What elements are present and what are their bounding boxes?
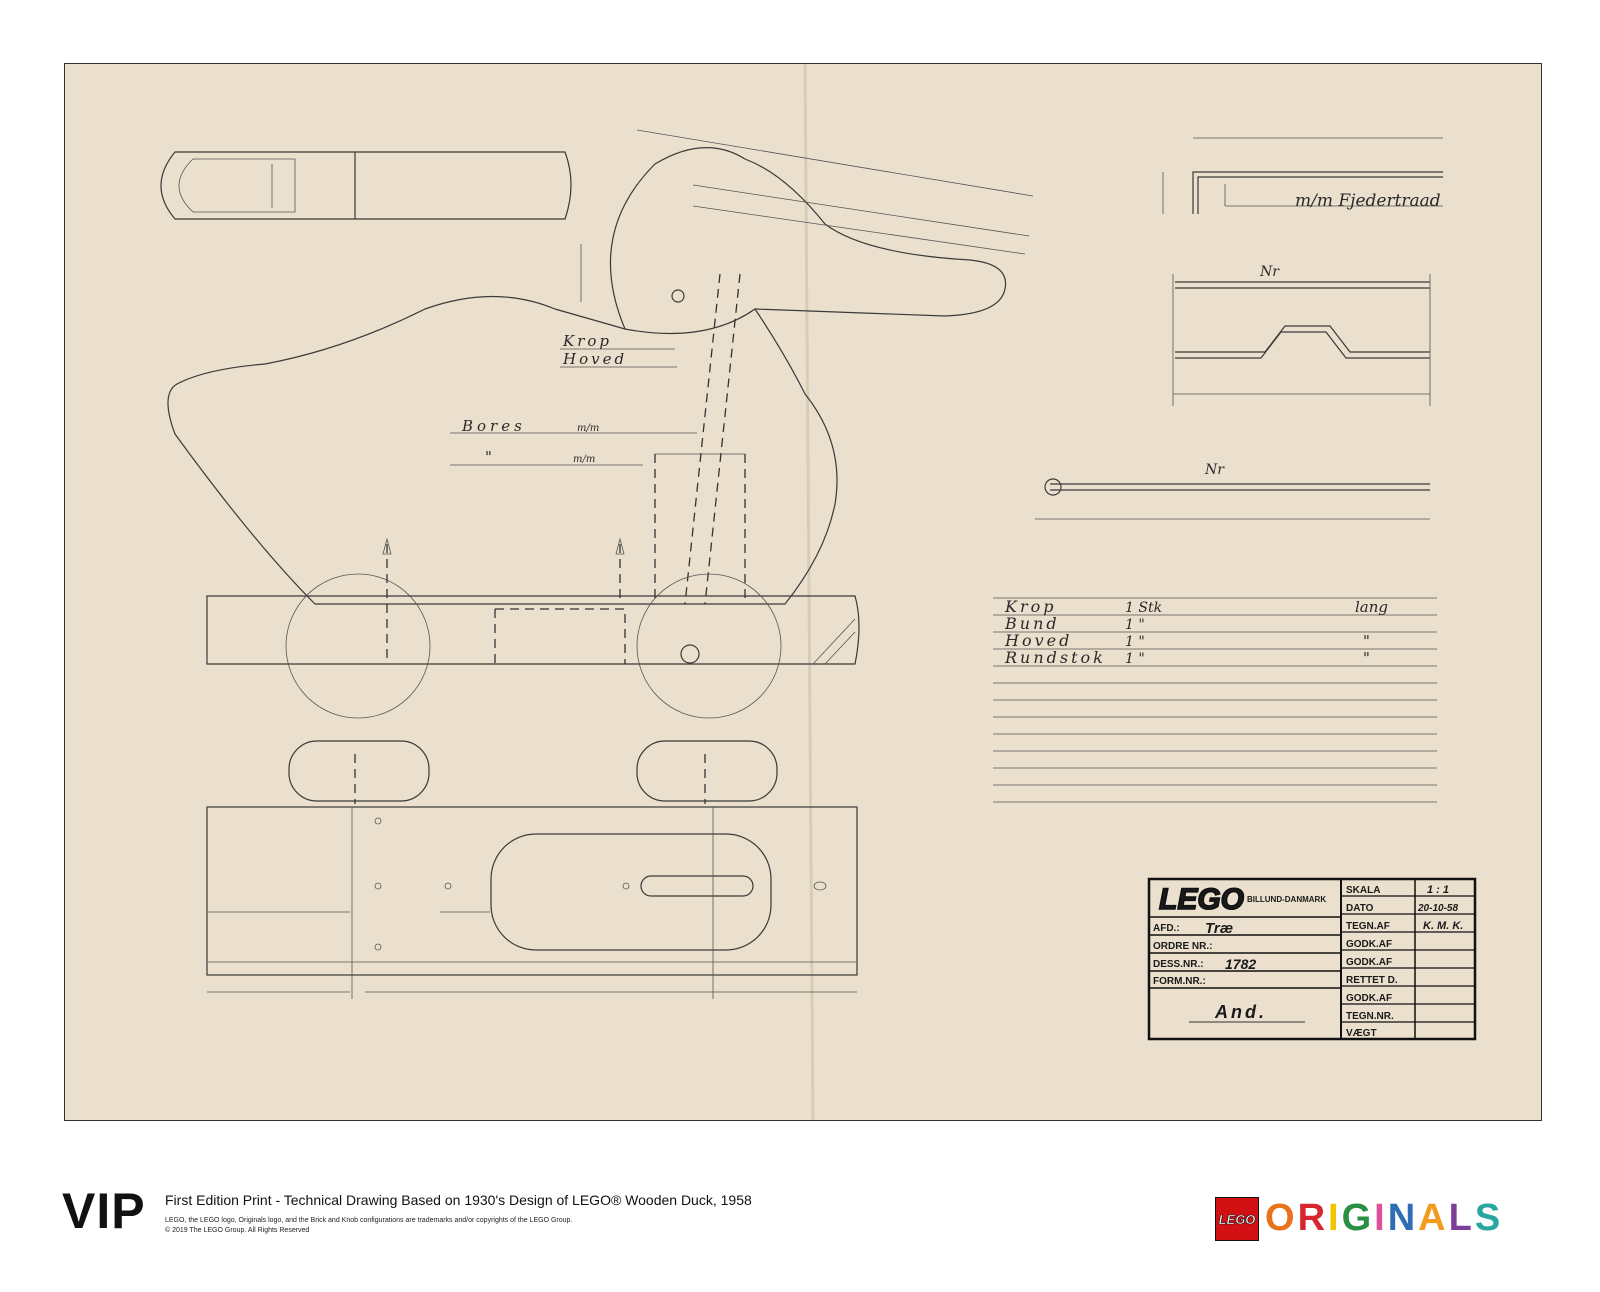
- dess-label: DESS.NR.:: [1153, 959, 1204, 970]
- tb-right-value: K. M. K.: [1423, 920, 1463, 932]
- afd-label: AFD.:: [1153, 923, 1180, 934]
- part-qty: 1 ": [1125, 634, 1145, 650]
- hoved-label: Hoved: [562, 350, 627, 368]
- title-block-lego-logo: LEGO: [1159, 883, 1244, 916]
- tb-right-label: GODK.AF: [1346, 993, 1392, 1004]
- ditto-label: ": [485, 448, 492, 466]
- part-qty: 1 ": [1125, 617, 1145, 633]
- originals-letter: L: [1448, 1197, 1472, 1239]
- base-top-view: [206, 806, 858, 999]
- krop-label: Krop: [562, 332, 612, 350]
- part-qty: 1 ": [1125, 651, 1145, 667]
- part-name: Krop: [1004, 597, 1056, 616]
- footer: VIP First Edition Print - Technical Draw…: [0, 1160, 1600, 1270]
- print-caption: First Edition Print - Technical Drawing …: [165, 1192, 752, 1208]
- tb-right-label: VÆGT: [1346, 1028, 1377, 1039]
- mm-label-1: m/m: [577, 423, 599, 434]
- originals-letter: A: [1418, 1197, 1446, 1239]
- title-block: LEGO BILLUND-DANMARK AFD.: Træ ORDRE NR.…: [1147, 877, 1477, 1041]
- vip-logo: VIP: [62, 1183, 146, 1239]
- originals-letter: I: [1328, 1197, 1339, 1239]
- tb-right-label: DATO: [1346, 903, 1374, 914]
- head-top-view: [160, 151, 572, 220]
- lego-logo-badge: LEGO: [1215, 1197, 1259, 1241]
- duck-technical-drawing: m/m Fjedertraad Nr Nr Krop Hoved Bores m…: [160, 64, 1477, 1120]
- part-note: lang: [1355, 598, 1388, 616]
- ordre-label: ORDRE NR.:: [1153, 941, 1212, 952]
- parts-list: Krop 1 Stk lang Bund 1 " Hoved 1 " " Run…: [993, 597, 1437, 803]
- tb-right-label: TEGN.NR.: [1346, 1011, 1394, 1022]
- originals-letter: G: [1341, 1197, 1372, 1239]
- originals-letter: O: [1265, 1197, 1295, 1239]
- tb-right-label: TEGN.AF: [1346, 921, 1390, 932]
- tb-right-label: GODK.AF: [1346, 957, 1392, 968]
- nr-label-2: Nr: [1204, 462, 1225, 478]
- tb-right-value: 20-10-58: [1417, 903, 1458, 914]
- part-note: ": [1363, 649, 1370, 667]
- tb-right-label: SKALA: [1346, 885, 1380, 896]
- tb-right-label: RETTET D.: [1346, 975, 1398, 986]
- legal-trademark-text: LEGO, the LEGO logo, Originals logo, and…: [165, 1217, 573, 1224]
- wheel-profile-views: [288, 740, 778, 804]
- company-label: BILLUND-DANMARK: [1247, 895, 1326, 904]
- form-label: FORM.NR.:: [1153, 976, 1206, 987]
- part-name: Rundstok: [1004, 648, 1106, 667]
- duck-side-view: [167, 129, 1034, 719]
- lego-logo-text: LEGO: [1218, 1211, 1256, 1227]
- part-note: ": [1363, 632, 1370, 650]
- part-qty: 1 Stk: [1125, 600, 1162, 616]
- originals-letter: R: [1297, 1197, 1326, 1239]
- bores-label: Bores: [461, 417, 526, 435]
- originals-letter: S: [1474, 1197, 1501, 1239]
- originals-letter: N: [1387, 1197, 1416, 1239]
- tb-right-value: 1 : 1: [1427, 884, 1449, 896]
- part-name-and: And.: [1214, 1002, 1267, 1022]
- part-name: Hoved: [1004, 631, 1072, 650]
- dess-value: 1782: [1225, 956, 1256, 972]
- tb-right-label: GODK.AF: [1346, 939, 1392, 950]
- nr-label-1: Nr: [1259, 264, 1280, 280]
- part-name: Bund: [1004, 614, 1060, 633]
- afd-value: Træ: [1205, 920, 1233, 937]
- technical-drawing-sheet: m/m Fjedertraad Nr Nr Krop Hoved Bores m…: [64, 63, 1542, 1121]
- mm-label-2: m/m: [573, 454, 595, 465]
- legal-copyright-text: © 2019 The LEGO Group. All Rights Reserv…: [165, 1227, 310, 1234]
- spring-wire-label: m/m Fjedertraad: [1295, 191, 1441, 211]
- spring-wire-details: m/m Fjedertraad Nr Nr: [1035, 137, 1443, 520]
- originals-letter: I: [1374, 1197, 1385, 1239]
